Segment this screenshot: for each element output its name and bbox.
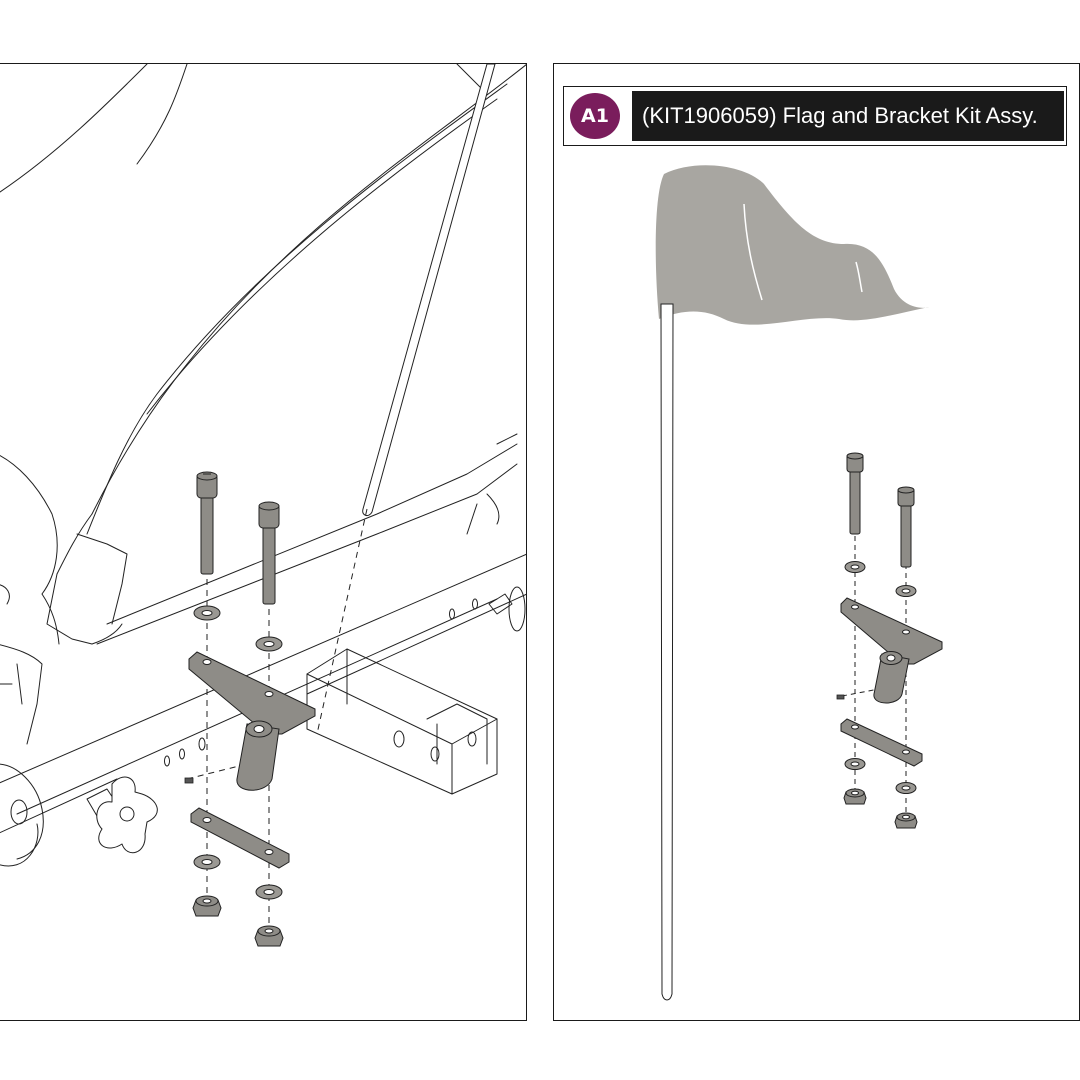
- assembly-lines: [841, 536, 907, 824]
- frame-bar: [0, 553, 526, 867]
- bolt-icon-right: [897, 486, 915, 568]
- flag-pole: [660, 303, 674, 1001]
- installation-view-panel: [0, 63, 527, 1021]
- kit-header: A1 (KIT1906059) Flag and Bracket Kit Ass…: [563, 86, 1067, 146]
- set-screw: [184, 777, 194, 784]
- receiver-box: [306, 648, 498, 795]
- bracket-icon: [188, 651, 316, 791]
- flag-pole: [362, 64, 496, 517]
- lower-plate: [840, 718, 923, 767]
- bracket-icon: [840, 597, 943, 704]
- washer-icon-lower: [844, 758, 917, 794]
- bolt-icon-right: [258, 501, 280, 605]
- seat-outline: [0, 64, 526, 745]
- lock-pin: [488, 586, 526, 632]
- lower-plate: [190, 807, 290, 869]
- kit-parts-diagram: [655, 165, 943, 1001]
- washer-icon: [193, 605, 283, 652]
- nut-icon: [192, 895, 284, 947]
- knob-icon: [86, 776, 158, 854]
- bolt-icon-left: [846, 452, 864, 535]
- kit-title: (KIT1906059) Flag and Bracket Kit Assy.: [632, 91, 1064, 141]
- installation-diagram: [0, 64, 526, 947]
- nut-icon: [843, 788, 918, 829]
- set-screw: [836, 694, 845, 700]
- kit-badge: A1: [570, 93, 620, 139]
- kit-contents-panel: A1 (KIT1906059) Flag and Bracket Kit Ass…: [553, 63, 1080, 1021]
- bolt-icon-left: [196, 471, 218, 575]
- flag-icon: [655, 165, 929, 325]
- washer-icon: [844, 561, 917, 597]
- washer-icon-lower: [193, 854, 283, 900]
